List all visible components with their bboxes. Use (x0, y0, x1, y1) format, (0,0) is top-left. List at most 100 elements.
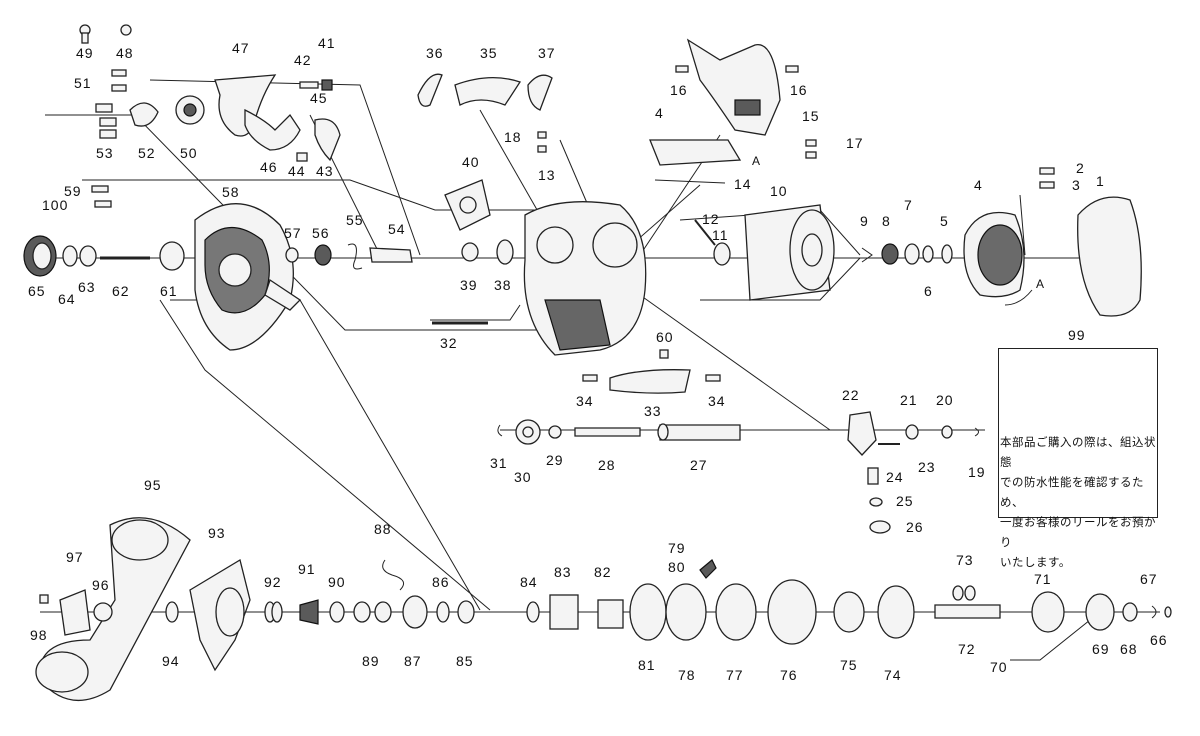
part-label-81: 81 (638, 657, 656, 673)
part-label-27: 27 (690, 457, 708, 473)
part-label-33: 33 (644, 403, 662, 419)
part-label-15: 15 (802, 108, 820, 124)
mark-a-right: A (1036, 277, 1044, 291)
part-label-69: 69 (1092, 641, 1110, 657)
part-label-2: 2 (1076, 160, 1085, 176)
part-label-70: 70 (990, 659, 1008, 675)
part-label-100: 100 (42, 197, 68, 213)
part-labels: 1 2 3 4 4 5 6 7 8 9 10 11 12 13 14 15 16… (28, 35, 1168, 683)
part-label-50: 50 (180, 145, 198, 161)
part-label-39: 39 (460, 277, 478, 293)
part-label-43: 43 (316, 163, 334, 179)
part-label-16a: 16 (670, 82, 688, 98)
part-label-93: 93 (208, 525, 226, 541)
part-label-32: 32 (440, 335, 458, 351)
part-label-58: 58 (222, 184, 240, 200)
part-label-99: 99 (1068, 327, 1086, 343)
part-label-26: 26 (906, 519, 924, 535)
part-label-30: 30 (514, 469, 532, 485)
part-label-34b: 34 (708, 393, 726, 409)
part-label-85: 85 (456, 653, 474, 669)
part-label-5: 5 (940, 213, 949, 229)
level-wind-right-parts (847, 411, 979, 534)
part-label-9: 9 (860, 213, 869, 229)
part-label-94: 94 (162, 653, 180, 669)
part-label-13: 13 (538, 167, 556, 183)
part-label-36: 36 (426, 45, 444, 61)
part-label-28: 28 (598, 457, 616, 473)
part-label-4b: 4 (655, 105, 664, 121)
part-label-1: 1 (1096, 173, 1105, 189)
part-label-61: 61 (160, 283, 178, 299)
part-label-49: 49 (76, 45, 94, 61)
top-left-parts (79, 24, 341, 162)
part-label-16b: 16 (790, 82, 808, 98)
part-label-35: 35 (480, 45, 498, 61)
part-label-7: 7 (904, 197, 913, 213)
part-label-96: 96 (92, 577, 110, 593)
part-label-40: 40 (462, 154, 480, 170)
part-label-78: 78 (678, 667, 696, 683)
part-label-48: 48 (116, 45, 134, 61)
part-label-63: 63 (78, 279, 96, 295)
part-label-54: 54 (388, 221, 406, 237)
part-label-62: 62 (112, 283, 130, 299)
part-label-80: 80 (668, 559, 686, 575)
part-label-31: 31 (490, 455, 508, 471)
part-label-65: 65 (28, 283, 46, 299)
part-label-73: 73 (956, 552, 974, 568)
part-label-91: 91 (298, 561, 316, 577)
part-label-52: 52 (138, 145, 156, 161)
part-label-71: 71 (1034, 571, 1052, 587)
part-99-note-box (998, 348, 1158, 518)
part-label-22: 22 (842, 387, 860, 403)
level-wind-parts (497, 369, 741, 445)
part-label-14: 14 (734, 176, 752, 192)
part-label-67: 67 (1140, 571, 1158, 587)
part-label-56: 56 (312, 225, 330, 241)
part-label-76: 76 (780, 667, 798, 683)
part-label-79: 79 (668, 540, 686, 556)
note-line-4: いたします。 (1000, 555, 1071, 569)
part-label-53: 53 (96, 145, 114, 161)
part-label-42: 42 (294, 52, 312, 68)
part-label-74: 74 (884, 667, 902, 683)
part-label-95: 95 (144, 477, 162, 493)
part-label-21: 21 (900, 392, 918, 408)
spool-right-side-parts (713, 167, 1142, 317)
part-label-23: 23 (918, 459, 936, 475)
part-label-66: 66 (1150, 632, 1168, 648)
part-label-60: 60 (656, 329, 674, 345)
left-side-plate-parts (23, 185, 413, 351)
part-label-88: 88 (374, 521, 392, 537)
top-right-parts (537, 38, 817, 246)
center-frame-parts (417, 73, 669, 359)
part-label-64: 64 (58, 291, 76, 307)
part-label-57: 57 (284, 225, 302, 241)
part-label-10: 10 (770, 183, 788, 199)
part-label-4: 4 (974, 177, 983, 193)
part-label-19: 19 (968, 464, 986, 480)
part-label-68: 68 (1120, 641, 1138, 657)
part-label-77: 77 (726, 667, 744, 683)
part-label-17: 17 (846, 135, 864, 151)
note-line-1: 本部品ご購入の際は、組込状態 (1000, 435, 1156, 469)
part-label-97: 97 (66, 549, 84, 565)
part-label-12: 12 (702, 211, 720, 227)
part-label-44: 44 (288, 163, 306, 179)
part-label-38: 38 (494, 277, 512, 293)
part-label-75: 75 (840, 657, 858, 673)
part-label-89: 89 (362, 653, 380, 669)
waterproof-note: 本部品ご購入の際は、組込状態 での防水性能を確認するため、 一度お客様のリールを… (1000, 432, 1156, 572)
part-label-46: 46 (260, 159, 278, 175)
part-label-20: 20 (936, 392, 954, 408)
part-label-18: 18 (504, 129, 522, 145)
part-label-83: 83 (554, 564, 572, 580)
note-line-2: での防水性能を確認するため、 (1000, 475, 1144, 509)
part-label-47: 47 (232, 40, 250, 56)
part-label-24: 24 (886, 469, 904, 485)
part-label-84: 84 (520, 574, 538, 590)
part-label-3: 3 (1072, 177, 1081, 193)
drive-train-parts (35, 517, 1172, 702)
